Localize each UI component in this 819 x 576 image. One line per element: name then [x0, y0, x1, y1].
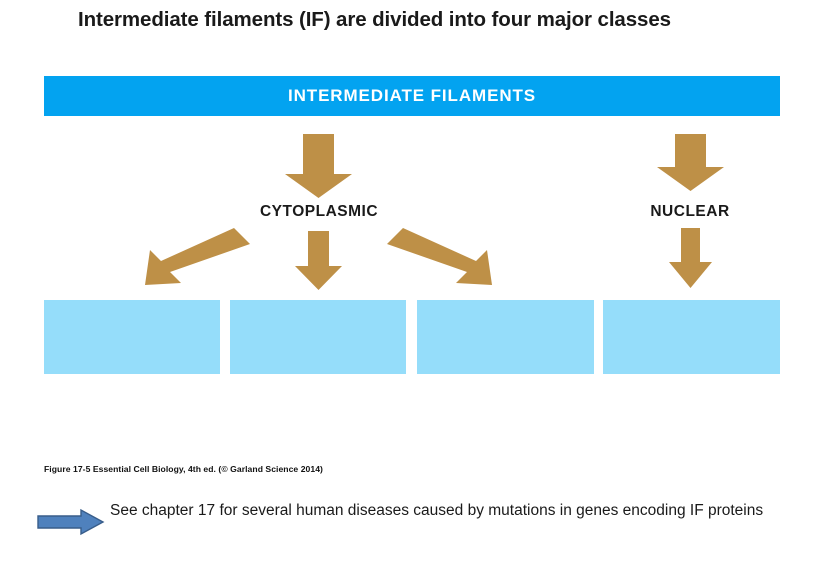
- class-box-3: [417, 300, 594, 374]
- class-box-1-label: [58, 314, 206, 324]
- arrow-cytoplasmic-to-class-2-icon: [295, 231, 342, 290]
- arrow-banner-to-nuclear-icon: [657, 134, 724, 191]
- banner-intermediate-filaments: INTERMEDIATE FILAMENTS: [44, 76, 780, 116]
- class-box-3-label: [431, 314, 580, 324]
- class-box-4-label: [617, 314, 766, 324]
- arrow-cytoplasmic-to-class-1-icon: [145, 228, 250, 285]
- footnote: See chapter 17 for several human disease…: [36, 500, 819, 560]
- arrow-cytoplasmic-to-class-3-icon: [387, 228, 492, 285]
- footnote-arrow-right-icon: [37, 508, 105, 536]
- arrow-banner-to-cytoplasmic-icon: [285, 134, 352, 198]
- category-label-cytoplasmic: CYTOPLASMIC: [259, 203, 379, 220]
- class-box-2: [230, 300, 406, 374]
- category-label-nuclear: NUCLEAR: [650, 203, 730, 220]
- class-box-2-label: [244, 314, 392, 324]
- class-box-4: [603, 300, 780, 374]
- class-box-1: [44, 300, 220, 374]
- banner-label: INTERMEDIATE FILAMENTS: [287, 86, 537, 105]
- page-title: Intermediate filaments (IF) are divided …: [78, 8, 671, 31]
- footnote-text: See chapter 17 for several human disease…: [110, 502, 764, 519]
- arrow-nuclear-to-class-4-icon: [669, 228, 712, 288]
- figure-caption: Figure 17-5 Essential Cell Biology, 4th …: [44, 464, 323, 474]
